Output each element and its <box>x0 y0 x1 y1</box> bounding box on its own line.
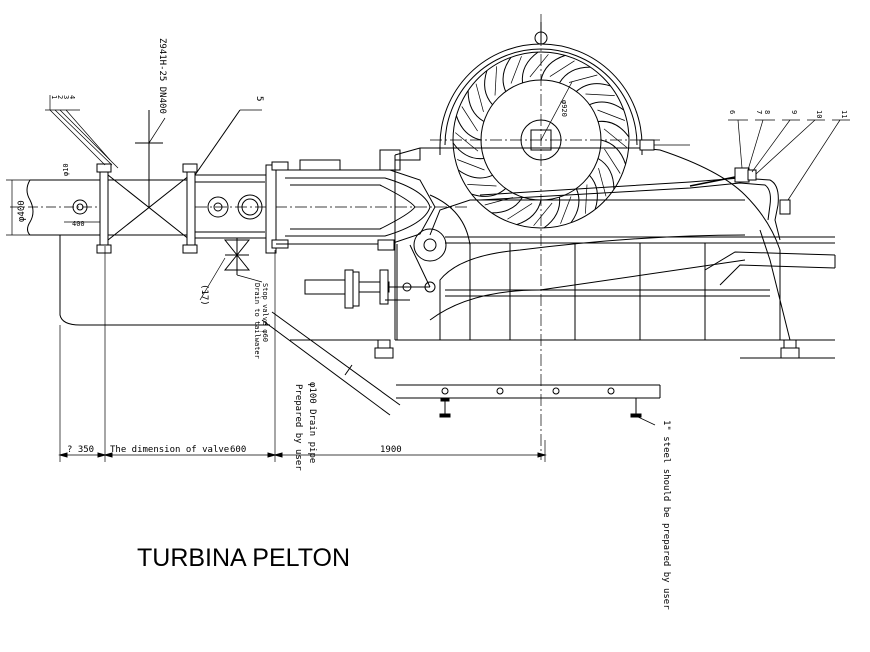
dim-600-label: 600 <box>230 445 246 455</box>
runner-bucket <box>521 51 539 83</box>
deflector-actuator <box>304 244 436 340</box>
callout-11: 11 <box>840 110 848 118</box>
drawing-title: TURBINA PELTON <box>137 544 350 572</box>
runner-housing: φ920 <box>394 14 781 460</box>
callout-9: 9 <box>790 110 798 114</box>
callout-2: 2 <box>56 95 64 99</box>
callout-1: 1 <box>50 95 58 99</box>
runner-bucket-edge <box>603 128 627 148</box>
runner-bucket-edge <box>604 148 621 174</box>
valve-spec-label: Z941H-25 DN400 <box>157 38 167 114</box>
runner-bucket <box>516 199 542 226</box>
dim-400-label: 400 <box>72 220 85 228</box>
phi400-label: φ400 <box>17 200 27 222</box>
dimension-line: ? 350 The dimension of valve 600 1900 <box>58 246 547 462</box>
stop-valve-label: Stop valve φ60 <box>261 283 269 342</box>
inlet-pipe: φ400 400 φ10 <box>6 163 112 254</box>
runner-bucket-edge <box>510 56 522 84</box>
callout-10: 10 <box>815 110 823 118</box>
runner-buckets <box>452 51 630 229</box>
callout-8: 8 <box>763 110 771 114</box>
callout-4: 4 <box>68 95 76 99</box>
runner-bucket <box>559 66 591 84</box>
runner-bucket-edge <box>457 159 485 171</box>
runner-bucket-edge <box>597 109 625 121</box>
runner-bucket <box>575 83 611 92</box>
drain-pipe: φ100 Drain pipe Prepared by user <box>261 311 401 471</box>
runner-bucket <box>589 174 598 210</box>
runner-bucket <box>458 169 493 179</box>
dim-valve-label: The dimension of valve <box>110 445 229 455</box>
prepared-by-user-label: Prepared by user <box>293 384 303 471</box>
runner-bucket-edge <box>598 168 607 197</box>
runner-bucket-edge <box>533 202 553 226</box>
runner-bucket <box>502 57 512 92</box>
runner-bucket <box>540 54 566 81</box>
foundation-outline: 1" steel should be prepared by user <box>59 235 671 610</box>
callout-7: 7 <box>755 110 763 114</box>
runner-bucket-edge <box>507 203 533 220</box>
runner-bucket-edge <box>585 93 615 96</box>
runner-bucket-edge <box>560 196 572 224</box>
gate-valve: Z941H-25 DN400 <box>107 38 198 254</box>
dim-1900-label: 1900 <box>380 445 402 455</box>
runner-bucket <box>597 158 615 190</box>
runner-bucket <box>598 120 630 138</box>
callouts-1-4: 1 2 3 4 <box>45 95 119 169</box>
runner-bucket-edge <box>494 66 497 96</box>
runner-bucket <box>484 70 493 106</box>
brake-jet-piping: 6 7 8 9 10 11 <box>479 110 850 241</box>
callout-6: 6 <box>728 110 736 114</box>
runner-bucket-edge <box>467 184 497 187</box>
item-17-label: (17) <box>199 284 209 306</box>
runner-bucket <box>467 90 485 122</box>
callout-5: 5 <box>254 96 264 101</box>
runner-bucket-edge <box>529 54 549 78</box>
runner-bucket <box>543 197 561 229</box>
callout-3: 3 <box>62 95 70 99</box>
runner-bucket <box>455 115 482 141</box>
runner-bucket <box>570 188 580 223</box>
dim-350-label: ? 350 <box>67 445 94 455</box>
runner-bucket-edge <box>585 184 588 214</box>
runner-bucket <box>471 188 507 197</box>
drain-tailwater-label: Drain to tailwater <box>253 283 261 359</box>
stop-valve: (17) Stop valve φ60 Drain to tailwater <box>199 238 269 359</box>
runner-bucket-edge <box>475 83 484 112</box>
runner-bucket <box>589 101 624 111</box>
base-frame <box>374 229 836 359</box>
drain-pipe-label: φ100 Drain pipe <box>307 382 317 463</box>
runner-bucket-edge <box>461 106 478 132</box>
runner-bucket-edge <box>569 74 598 83</box>
phi10-label: φ10 <box>62 163 70 176</box>
runner-diameter-label: φ920 <box>560 100 568 117</box>
steel-note-label: 1" steel should be prepared by user <box>661 420 671 610</box>
runner-bucket-edge <box>549 60 575 77</box>
runner-bucket <box>452 142 484 160</box>
